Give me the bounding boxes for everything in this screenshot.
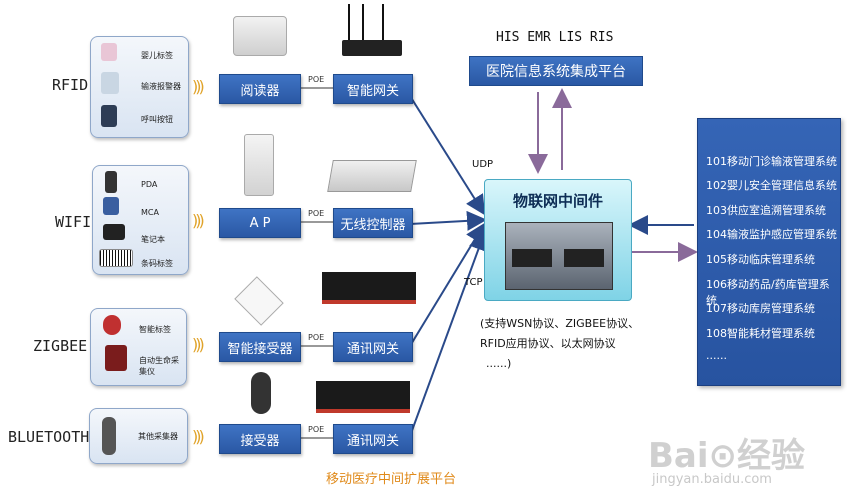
gateway-box-bluetooth: 通讯网关 [333,424,413,454]
comm-gateway-icon [316,381,410,413]
reader-box-bluetooth: 接受器 [219,424,301,454]
hospital-platform-box: 医院信息系统集成平台 [469,56,643,86]
tech-label-wifi: WIFI [55,213,92,231]
baby-tag-icon [101,43,117,61]
system-item: 104输液监护感应管理系统 [706,228,837,241]
poe-label: POE [308,75,325,84]
gateway-box-wifi: 无线控制器 [333,208,413,238]
mca-icon [103,197,119,215]
device-label: 其他采集器 [138,432,178,441]
system-item: 107移动库房管理系统 [706,302,815,315]
system-item: 108智能耗材管理系统 [706,327,815,340]
tech-label-zigbee: ZIGBEE [33,337,88,355]
system-item: 103供应室追溯管理系统 [706,204,826,217]
call-button-icon [101,105,117,127]
receiver-remote-icon [251,372,271,414]
wireless-signal-icon: ))) [192,335,205,354]
poe-label: POE [308,333,325,342]
device-label: 智能标签 [139,325,171,334]
tech-label-bluetooth: BLUETOOTH [8,428,90,446]
device-panel-rfid: 婴儿标签 输液报警器 呼叫按钮 [90,36,189,138]
device-panel-zigbee: 智能标签 自动生命采集仪 [90,308,187,386]
pda-icon [105,171,117,193]
systems-panel: 101移动门诊输液管理系统 102婴儿安全管理信息系统 103供应室追溯管理系统… [697,118,841,386]
access-point-icon [244,134,274,196]
system-item: ...... [706,349,727,362]
reader-box-zigbee: 智能接受器 [219,332,301,362]
device-label: PDA [141,180,158,189]
reader-device-icon [233,16,287,56]
watermark-url: jingyan.baidu.com [652,472,772,487]
device-label: 条码标签 [141,259,173,268]
iot-middleware-box: 物联网中间件 [484,179,632,301]
reader-box-wifi: A P [219,208,301,238]
wireless-signal-icon: ))) [192,77,205,96]
device-label: 笔记本 [141,235,165,244]
infusion-alarm-icon [101,72,119,94]
protocol-line: ......) [486,357,512,370]
wireless-signal-icon: ))) [192,427,205,446]
wireless-controller-icon [327,160,417,192]
device-panel-wifi: PDA MCA 笔记本 条码标签 [92,165,189,275]
system-item: 105移动临床管理系统 [706,253,815,266]
comm-gateway-icon [322,272,416,304]
protocol-note: (支持WSN协议、ZIGBEE协议、 RFID应用协议、以太网协议 ......… [480,314,639,374]
protocol-line: (支持WSN协议、ZIGBEE协议、 [480,317,640,330]
reader-box-rfid: 阅读器 [219,74,301,104]
his-systems-label: HIS EMR LIS RIS [496,30,614,45]
system-item: 106移动药品/药库管理系统 [706,278,830,307]
udp-label: UDP [472,159,494,170]
wireless-signal-icon: ))) [192,211,205,230]
tech-label-rfid: RFID [52,76,89,94]
system-item: 101移动门诊输液管理系统 [706,155,837,168]
device-label: MCA [141,208,159,217]
gateway-box-zigbee: 通讯网关 [333,332,413,362]
poe-label: POE [308,425,325,434]
device-panel-bluetooth: 其他采集器 [89,408,188,464]
barcode-icon [99,249,133,267]
tcp-label: TCP [464,277,483,288]
gateway-router-icon [342,4,402,56]
device-label: 自动生命采集仪 [139,356,179,376]
server-icon [505,222,613,290]
smart-tag-icon [103,315,121,335]
middleware-title: 物联网中间件 [512,192,603,210]
gateway-box-rfid: 智能网关 [333,74,413,104]
laptop-icon [103,224,125,240]
collector-icon [102,417,116,455]
vital-collector-icon [105,345,127,371]
device-label: 输液报警器 [141,82,181,91]
poe-label: POE [308,209,325,218]
footer-platform-label: 移动医疗中间扩展平台 [326,472,457,487]
device-label: 婴儿标签 [141,51,173,60]
protocol-line: RFID应用协议、以太网协议 [480,337,616,350]
system-item: 102婴儿安全管理信息系统 [706,179,837,192]
baidu-logo: Bai⊙经验 [648,436,806,476]
device-label: 呼叫按钮 [141,115,173,124]
